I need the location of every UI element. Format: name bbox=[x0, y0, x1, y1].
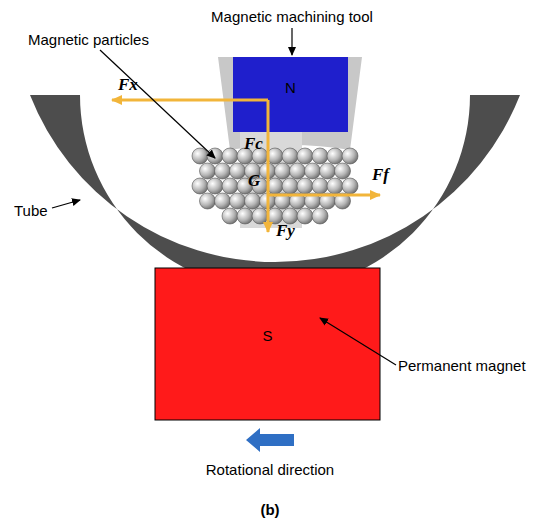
magnetic-particle bbox=[215, 163, 231, 179]
magnetic-particle bbox=[207, 178, 223, 194]
force-label: Fy bbox=[276, 222, 295, 241]
force-label: Fc bbox=[244, 135, 263, 154]
leader-line bbox=[52, 200, 80, 208]
part-label: Magnetic particles bbox=[28, 32, 149, 49]
magnetic-particles bbox=[192, 148, 358, 224]
pole-label: S bbox=[262, 327, 272, 344]
magnetic-particle bbox=[342, 178, 358, 194]
force-label: Ff bbox=[372, 166, 389, 185]
magnetic-particle bbox=[192, 178, 208, 194]
magnetic-particle bbox=[207, 148, 223, 164]
force-label: G bbox=[248, 172, 260, 191]
force-fx bbox=[112, 99, 268, 102]
magnetic-particle bbox=[200, 193, 216, 209]
magnetic-particle bbox=[222, 148, 238, 164]
magnetic-particle bbox=[312, 208, 328, 224]
magnetic-particle bbox=[312, 178, 328, 194]
magnetic-particle bbox=[200, 163, 216, 179]
force-label: Fx bbox=[118, 76, 138, 95]
force-fy bbox=[267, 100, 270, 232]
tool-magnet-pole: N bbox=[233, 57, 348, 117]
magnetic-particle bbox=[282, 148, 298, 164]
magnetic-particle bbox=[320, 163, 336, 179]
magnetic-particle bbox=[230, 163, 246, 179]
part-label: Tube bbox=[14, 203, 48, 220]
part-label: Permanent magnet bbox=[398, 358, 526, 375]
leader-line bbox=[291, 28, 292, 55]
magnetic-particle bbox=[215, 193, 231, 209]
magnetic-particle bbox=[252, 208, 268, 224]
permanent-magnet-pole: S bbox=[155, 300, 380, 370]
magnetic-particle bbox=[297, 148, 313, 164]
magnetic-particle bbox=[237, 208, 253, 224]
magnetic-particle bbox=[312, 148, 328, 164]
magnetic-particle bbox=[275, 163, 291, 179]
leader-line bbox=[100, 50, 215, 158]
magnetic-particle bbox=[192, 148, 208, 164]
magnetic-particle bbox=[222, 178, 238, 194]
leader-line bbox=[320, 318, 396, 365]
magnetic-particle bbox=[305, 163, 321, 179]
magnetic-particle bbox=[222, 208, 238, 224]
magnetic-particle bbox=[290, 163, 306, 179]
part-label: Magnetic machining tool bbox=[211, 9, 373, 26]
magnetic-particle bbox=[327, 148, 343, 164]
rotation-arrow bbox=[246, 428, 294, 452]
part-label: Rotational direction bbox=[206, 462, 334, 479]
tool-magnet bbox=[233, 57, 348, 132]
pole-label: N bbox=[285, 79, 296, 96]
magnetic-particle bbox=[335, 163, 351, 179]
magnetic-particle bbox=[245, 193, 261, 209]
magnetic-particle bbox=[230, 193, 246, 209]
magnetic-particle bbox=[297, 208, 313, 224]
magnetic-particle bbox=[297, 178, 313, 194]
magnetic-particle bbox=[282, 178, 298, 194]
magnetic-particle bbox=[327, 178, 343, 194]
force-ff bbox=[268, 194, 380, 197]
magnetic-particle bbox=[342, 148, 358, 164]
figure-caption: (b) bbox=[260, 502, 279, 519]
permanent-magnet bbox=[155, 268, 380, 420]
